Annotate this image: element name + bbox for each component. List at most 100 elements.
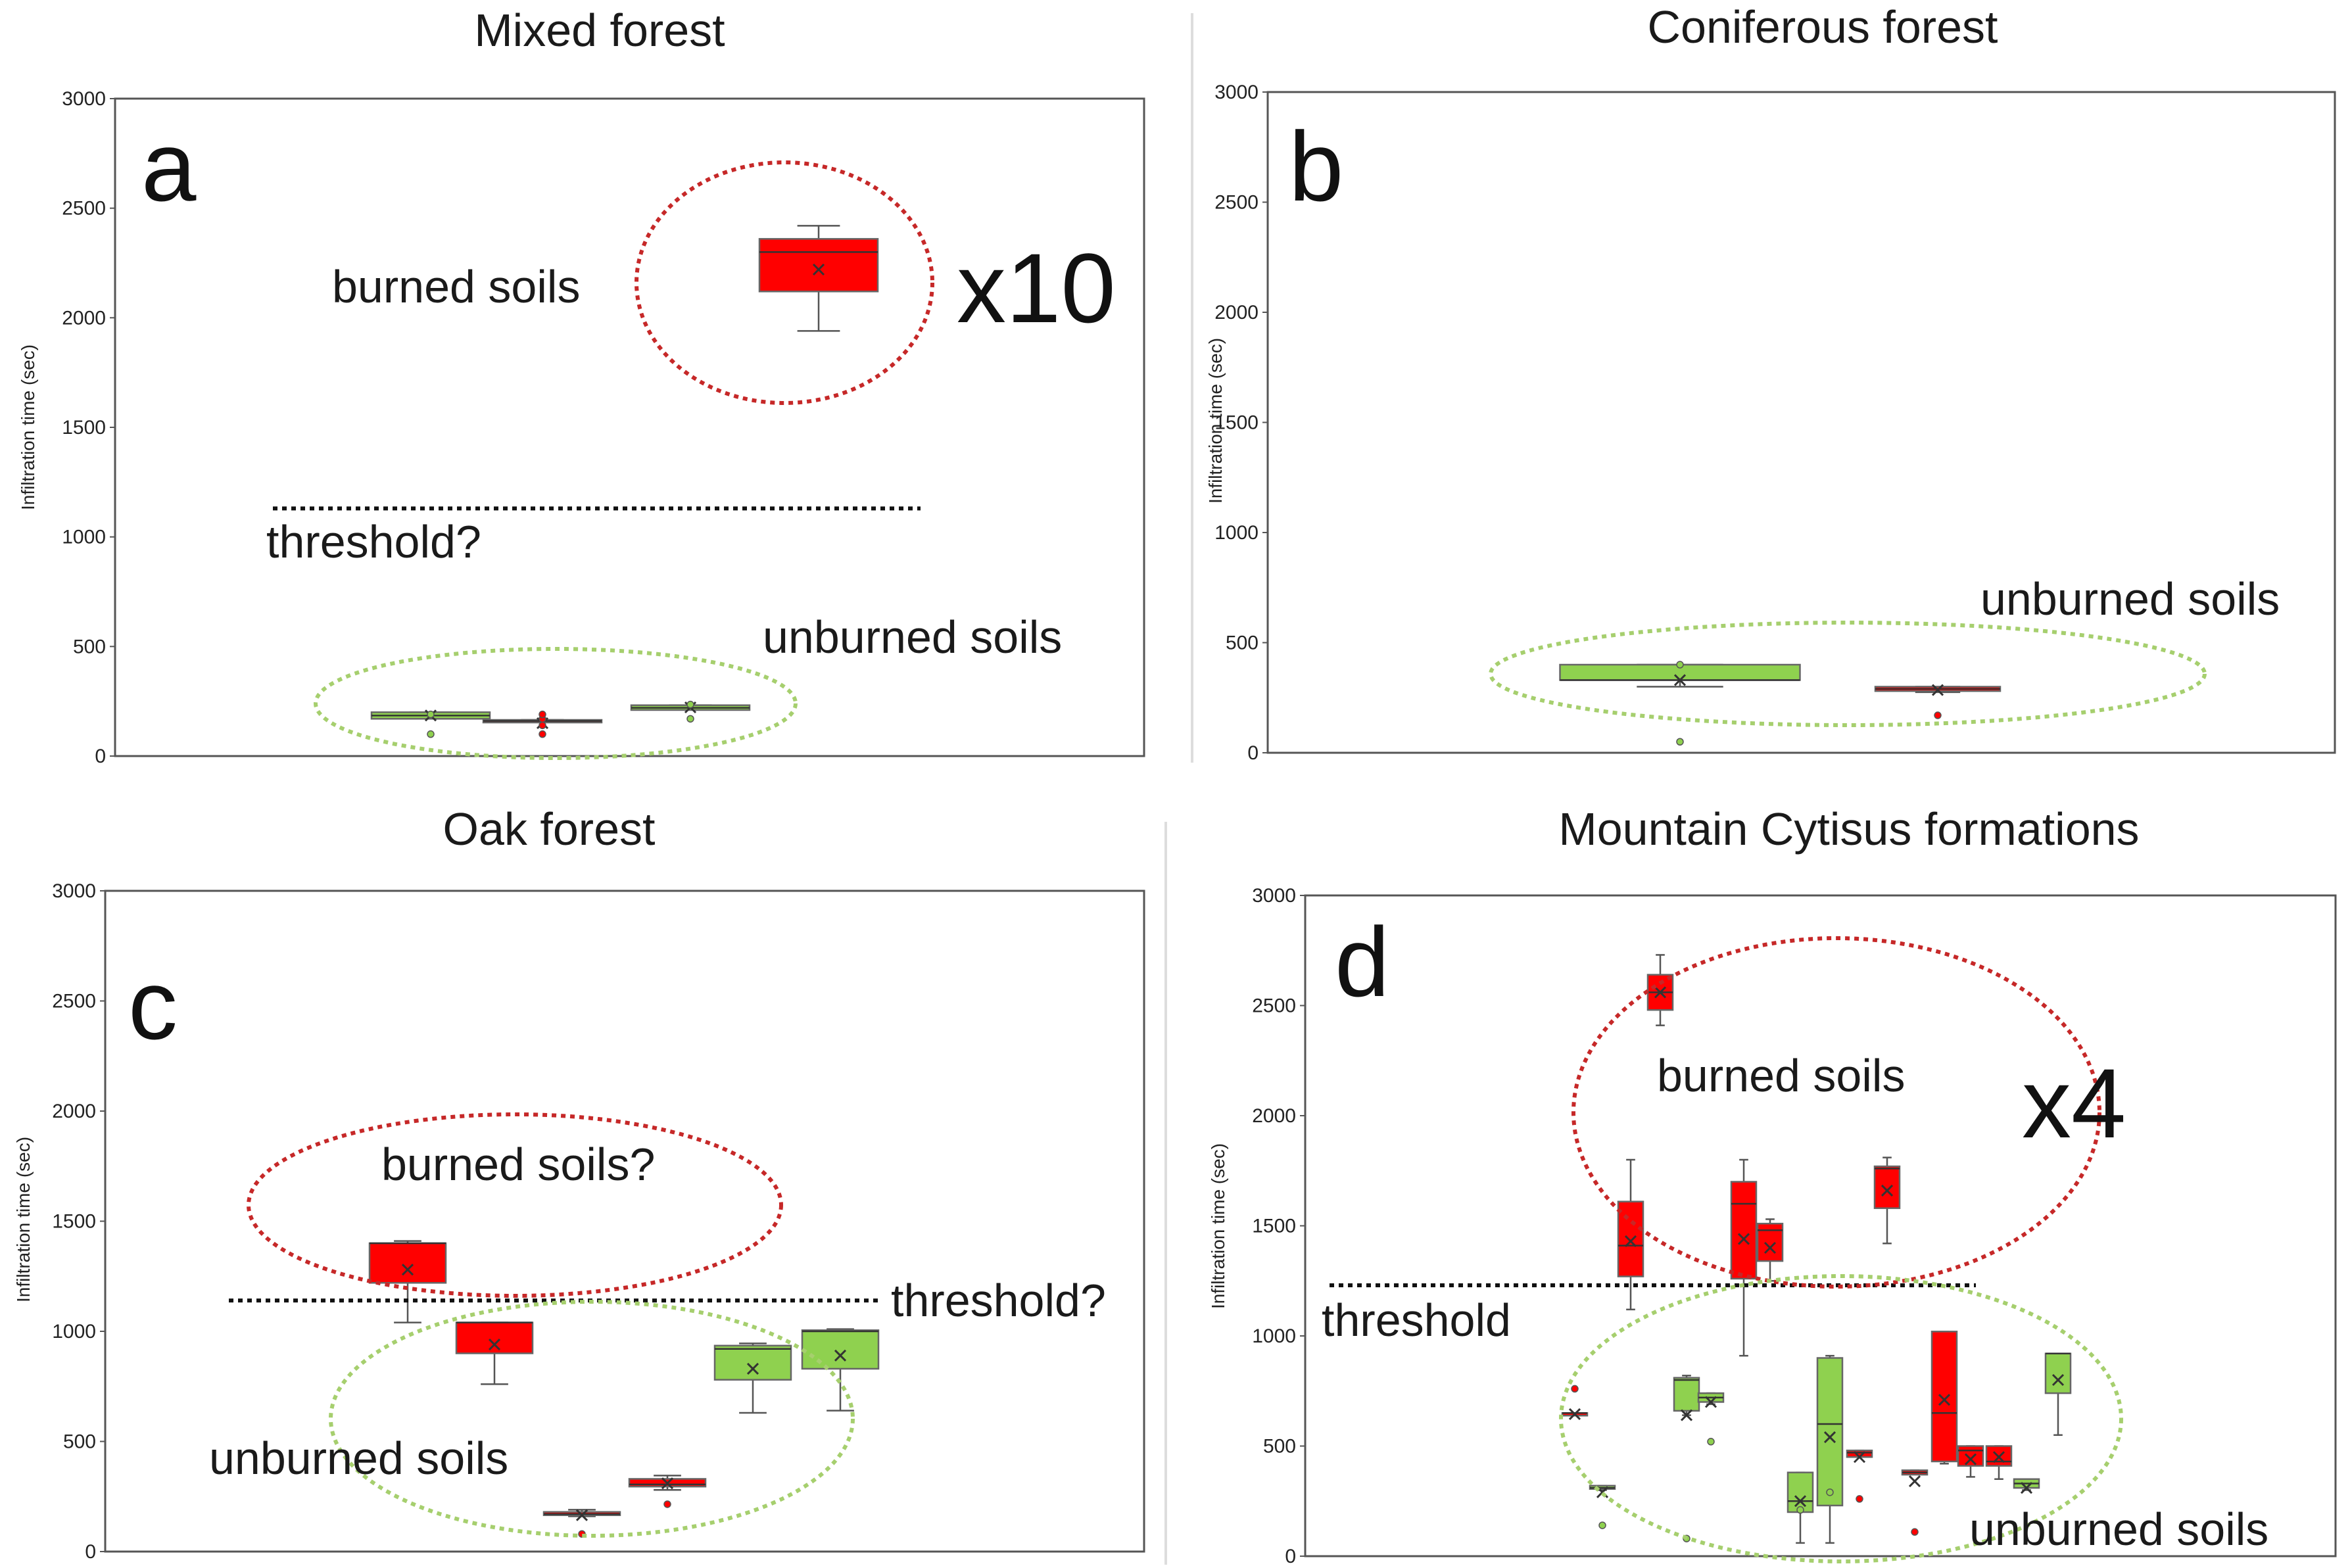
box-unburned-3	[630, 700, 751, 723]
box-burned-3	[542, 1509, 621, 1538]
box-burned-8	[1756, 1218, 1784, 1282]
box-unburned-17	[2013, 1478, 2040, 1494]
mean-marker	[401, 1264, 414, 1276]
y-tick-label: 2500	[62, 198, 106, 220]
box-burned-1	[368, 1240, 447, 1323]
y-tick-label: 1000	[52, 1321, 96, 1342]
box-unburned-9	[1786, 1471, 1814, 1544]
box-burned-11	[1846, 1449, 1873, 1503]
outlier-point	[1796, 1506, 1804, 1514]
y-tick-label: 0	[85, 1541, 96, 1563]
mean-marker	[1992, 1451, 2005, 1463]
mean-marker	[834, 1349, 847, 1362]
panel-title: Mixed forest	[474, 5, 725, 56]
outlier-point	[1676, 661, 1684, 669]
plot-area	[1266, 91, 2336, 754]
outlier-point	[427, 710, 435, 719]
y-tick-label: 500	[73, 636, 106, 657]
box-burned-16	[1985, 1445, 2013, 1480]
mean-marker	[1794, 1495, 1807, 1508]
y-axis-label: Infiltration time (sec)	[18, 344, 38, 510]
threshold-label: threshold?	[266, 516, 481, 567]
mean-stroke	[1568, 1408, 1581, 1420]
box-unburned-6	[1697, 1392, 1725, 1446]
mean-stroke	[661, 1477, 674, 1490]
mean-marker	[2020, 1482, 2033, 1494]
mean-marker	[488, 1339, 501, 1351]
mean-stroke	[488, 1339, 501, 1351]
outlier-point	[1676, 738, 1684, 746]
group-ellipse-unburned	[1489, 621, 2207, 727]
mean-stroke	[1596, 1486, 1609, 1498]
outlier-point	[427, 730, 435, 738]
box-body	[801, 1329, 880, 1370]
mean-stroke	[575, 1509, 588, 1521]
mean-marker	[1938, 1394, 1951, 1406]
mean-stroke	[1823, 1431, 1836, 1444]
group-ellipse-unburned	[329, 1300, 855, 1538]
group-label-burned: burned soils	[332, 261, 580, 312]
group-ellipse-burned	[1571, 936, 2101, 1289]
y-tick-label: 2000	[1214, 302, 1259, 323]
box-body	[1730, 1181, 1758, 1280]
mean-stroke	[1673, 674, 1687, 686]
box-unburned-5	[1673, 1375, 1700, 1542]
box-unburned-5	[713, 1342, 792, 1414]
y-tick-label: 500	[1263, 1436, 1296, 1458]
y-tick-label: 2500	[1252, 995, 1296, 1017]
mean-marker	[1931, 684, 1944, 696]
y-tick-label: 1500	[1214, 412, 1259, 434]
panel-letter: d	[1335, 907, 1389, 1017]
panel-letter: c	[128, 949, 178, 1060]
box-burned-3	[1617, 1158, 1644, 1311]
mean-marker	[575, 1509, 588, 1521]
outlier-point	[686, 715, 694, 723]
y-tick-label: 1500	[62, 417, 106, 439]
mean-marker	[812, 263, 825, 276]
box-burned-1	[1561, 1385, 1589, 1420]
box-burned-14	[1930, 1331, 1958, 1465]
mean-marker	[1853, 1451, 1866, 1463]
y-tick-label: 3000	[1252, 885, 1296, 907]
y-axis-label: Infiltration time (sec)	[1205, 338, 1226, 504]
mean-stroke	[1931, 684, 1944, 696]
mean-stroke	[1992, 1451, 2005, 1463]
y-axis-label: Infiltration time (sec)	[1208, 1143, 1228, 1309]
multiplier-label: x4	[2022, 1048, 2126, 1158]
panel-letter: b	[1289, 111, 1343, 222]
mean-stroke	[1881, 1184, 1894, 1197]
y-tick-label: 3000	[62, 88, 106, 110]
mean-stroke	[401, 1264, 414, 1276]
mean-marker	[661, 1477, 674, 1490]
y-tick-label: 0	[1285, 1546, 1296, 1567]
box-body	[1816, 1357, 1844, 1507]
outlier-point	[1911, 1528, 1919, 1536]
y-tick-label: 2500	[52, 991, 96, 1012]
box-body	[1873, 1165, 1901, 1209]
outlier-point	[1571, 1385, 1579, 1393]
mean-stroke	[1763, 1241, 1777, 1254]
group-ellipse-burned	[247, 1112, 783, 1298]
group-label-unburned: unburned soils	[763, 611, 1062, 663]
y-tick-label: 1000	[62, 527, 106, 548]
y-axis-label: Infiltration time (sec)	[13, 1137, 34, 1302]
box-unburned-1	[1559, 661, 1801, 746]
outlier-point	[1856, 1495, 1863, 1503]
mean-marker	[1881, 1184, 1894, 1197]
mean-stroke	[746, 1362, 759, 1375]
mean-stroke	[1964, 1453, 1977, 1465]
box-body	[368, 1242, 447, 1284]
box-burned-13	[1901, 1469, 1929, 1536]
mean-stroke	[1853, 1451, 1866, 1463]
y-tick-label: 1000	[1214, 522, 1259, 544]
box-burned-2	[455, 1321, 534, 1385]
mean-marker	[746, 1362, 759, 1375]
threshold-label: threshold	[1322, 1295, 1511, 1346]
group-label-burned: burned soils?	[381, 1139, 655, 1190]
box-body	[1756, 1222, 1784, 1262]
outlier-point	[539, 721, 546, 730]
outlier-point	[539, 710, 546, 719]
box-burned-4	[758, 225, 879, 332]
mean-marker	[2051, 1373, 2065, 1387]
